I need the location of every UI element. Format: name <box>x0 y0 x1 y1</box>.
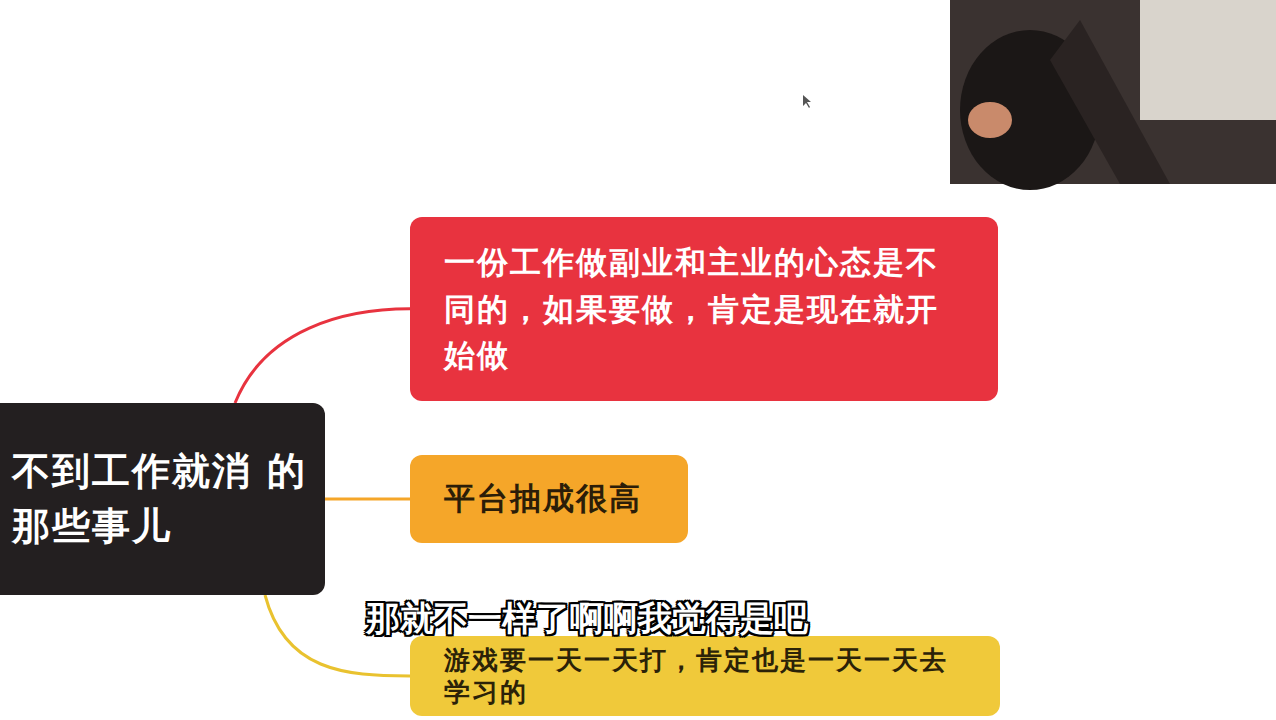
branch-connector <box>325 498 410 501</box>
branch-box: 游戏要一天一天打，肯定也是一天一天去学习的 <box>410 636 1000 716</box>
branch-box: 一份工作做副业和主业的心态是不同的，如果要做，肯定是现在就开始做 <box>410 217 998 401</box>
webcam-shadow <box>1050 20 1170 184</box>
mouse-cursor <box>803 95 811 108</box>
branch-box: 平台抽成很高 <box>410 455 688 543</box>
root-box: 不到工作就消 的那些事儿 <box>0 403 325 595</box>
node-text: 游戏要一天一天打，肯定也是一天一天去学习的 <box>444 645 966 708</box>
subtitle: 那就不一样了啊啊我觉得是吧 <box>366 596 808 642</box>
webcam-wall <box>1140 0 1276 120</box>
node-text: 平台抽成很高 <box>444 477 654 520</box>
branch-connector <box>235 309 410 403</box>
webcam-cat-face <box>968 102 1012 138</box>
node-text: 一份工作做副业和主业的心态是不同的，如果要做，肯定是现在就开始做 <box>444 239 964 379</box>
node-text: 不到工作就消 的那些事儿 <box>12 444 311 554</box>
